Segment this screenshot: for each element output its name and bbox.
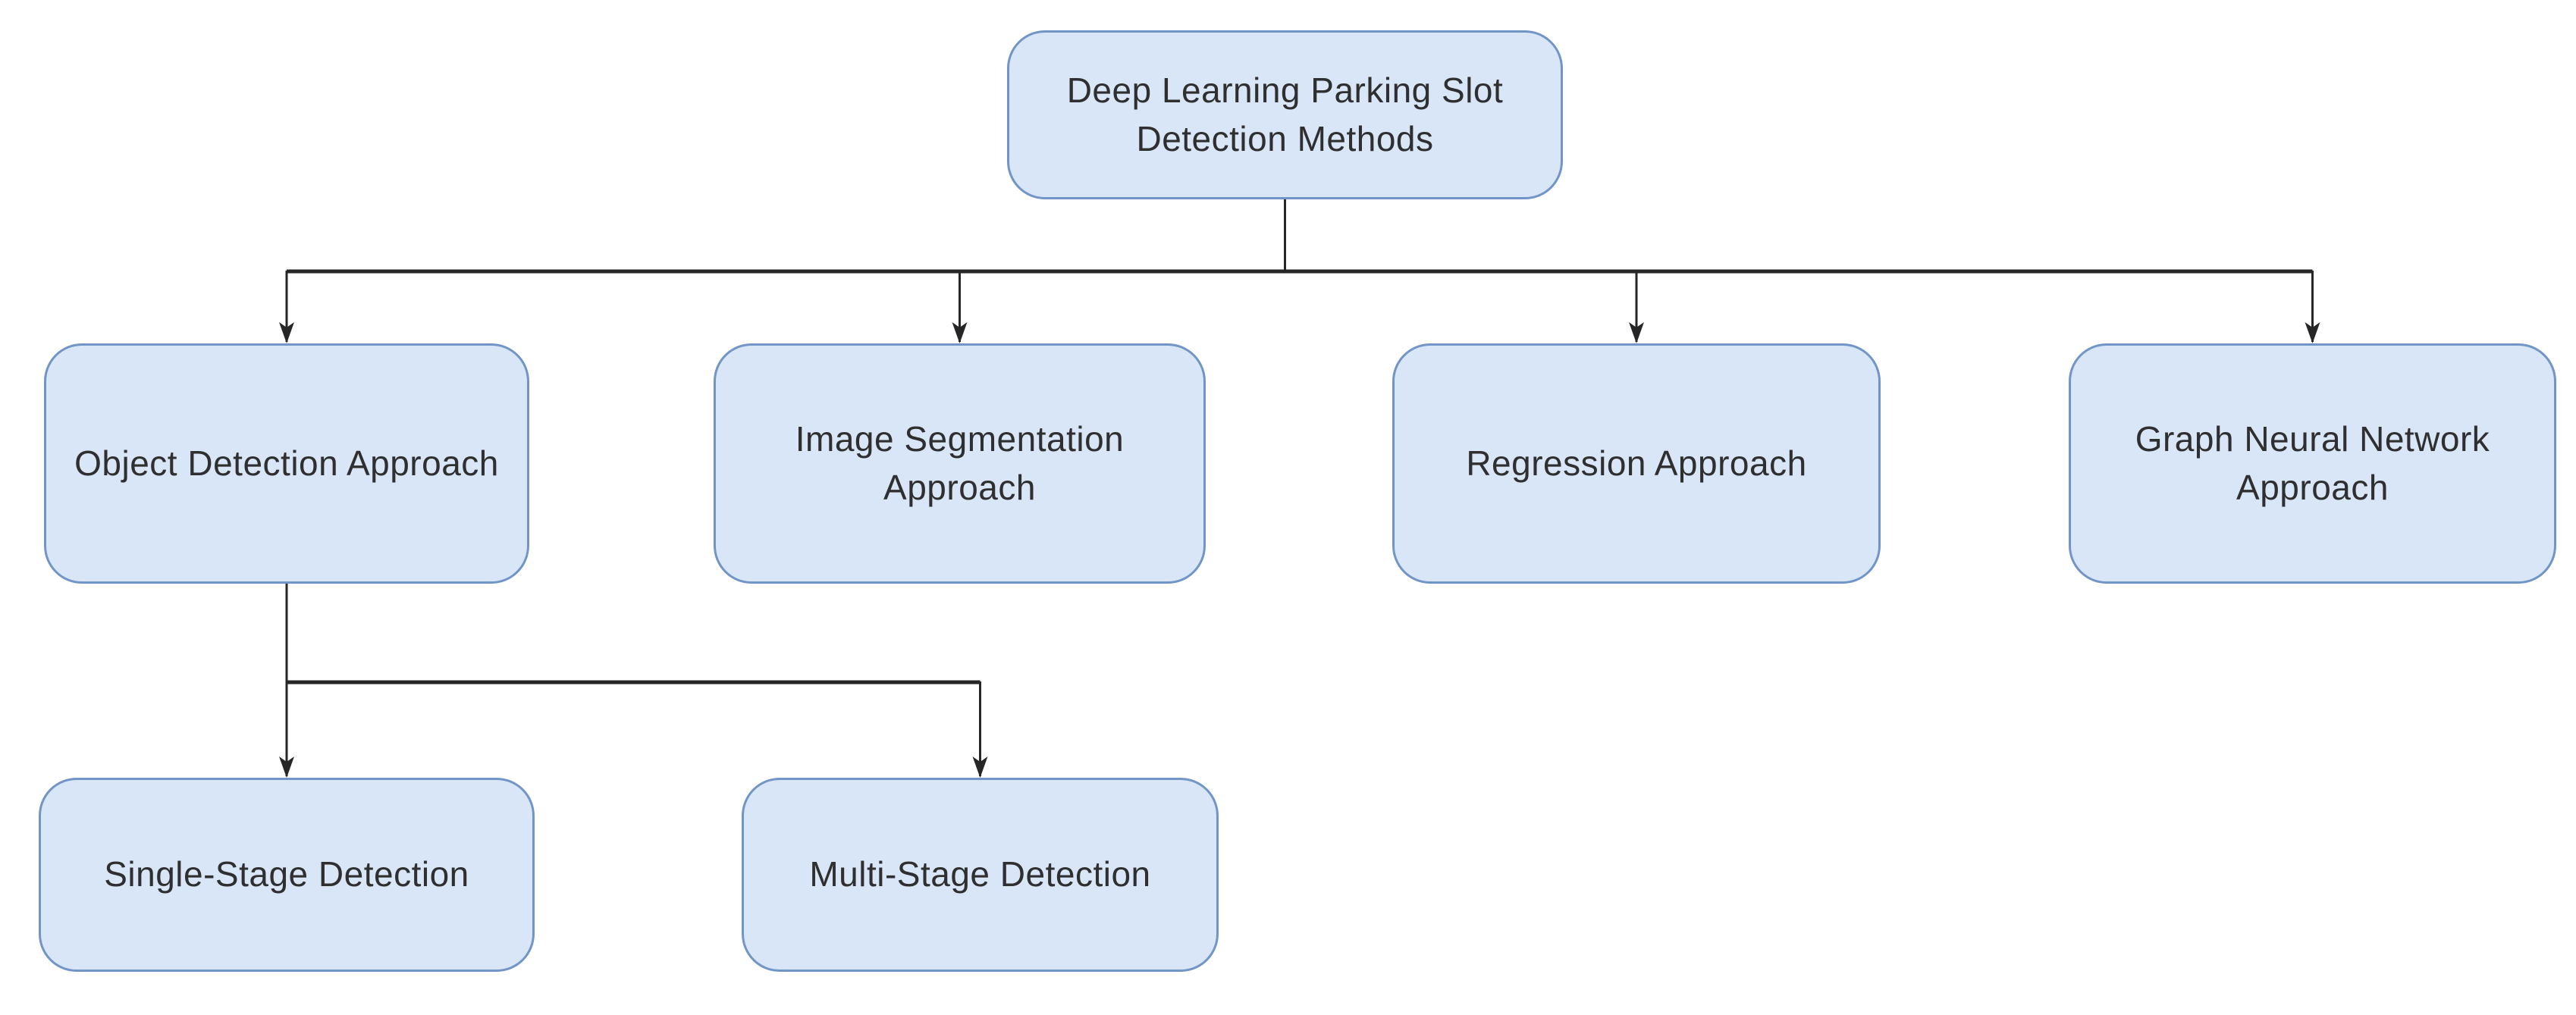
node-label: Regression Approach xyxy=(1466,443,1807,483)
node-object-detection-approach: Object Detection Approach xyxy=(44,343,529,584)
node-label: Deep Learning Parking Slot Detection Met… xyxy=(1066,70,1504,158)
node-regression-approach: Regression Approach xyxy=(1392,343,1881,584)
node-label: Object Detection Approach xyxy=(74,443,499,483)
node-graph-neural-network-approach: Graph Neural Network Approach xyxy=(2069,343,2556,584)
node-image-segmentation-approach: Image Segmentation Approach xyxy=(714,343,1206,584)
node-label: Graph Neural Network Approach xyxy=(2135,419,2490,507)
node-multi-stage-detection: Multi-Stage Detection xyxy=(742,778,1219,972)
node-deep-learning-parking-slot-detection-methods: Deep Learning Parking Slot Detection Met… xyxy=(1007,30,1563,199)
node-label: Multi-Stage Detection xyxy=(809,854,1151,894)
node-label: Image Segmentation Approach xyxy=(795,419,1125,507)
node-single-stage-detection: Single-Stage Detection xyxy=(39,778,535,972)
node-label: Single-Stage Detection xyxy=(104,854,469,894)
